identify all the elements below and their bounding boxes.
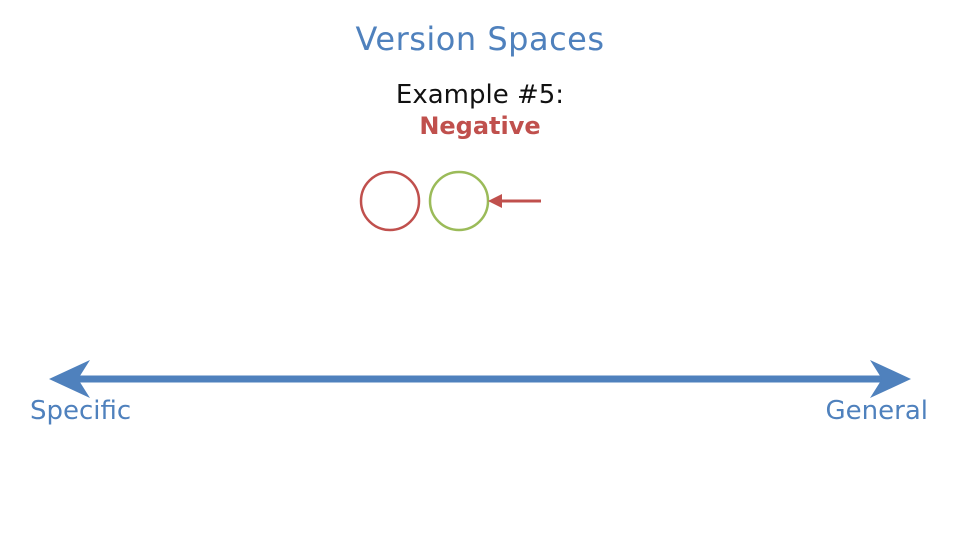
pointer-arrow xyxy=(488,194,541,208)
example-type-label: Negative xyxy=(419,112,541,140)
axis-label-general: General xyxy=(825,396,928,426)
example-label: Example #5: xyxy=(395,80,565,110)
specificity-axis-arrow xyxy=(49,360,911,398)
axis-label-specific: Specific xyxy=(30,396,132,426)
general-boundary-circle xyxy=(428,170,490,232)
specific-boundary-circle xyxy=(359,170,421,232)
slide-title: Version Spaces xyxy=(355,20,605,58)
